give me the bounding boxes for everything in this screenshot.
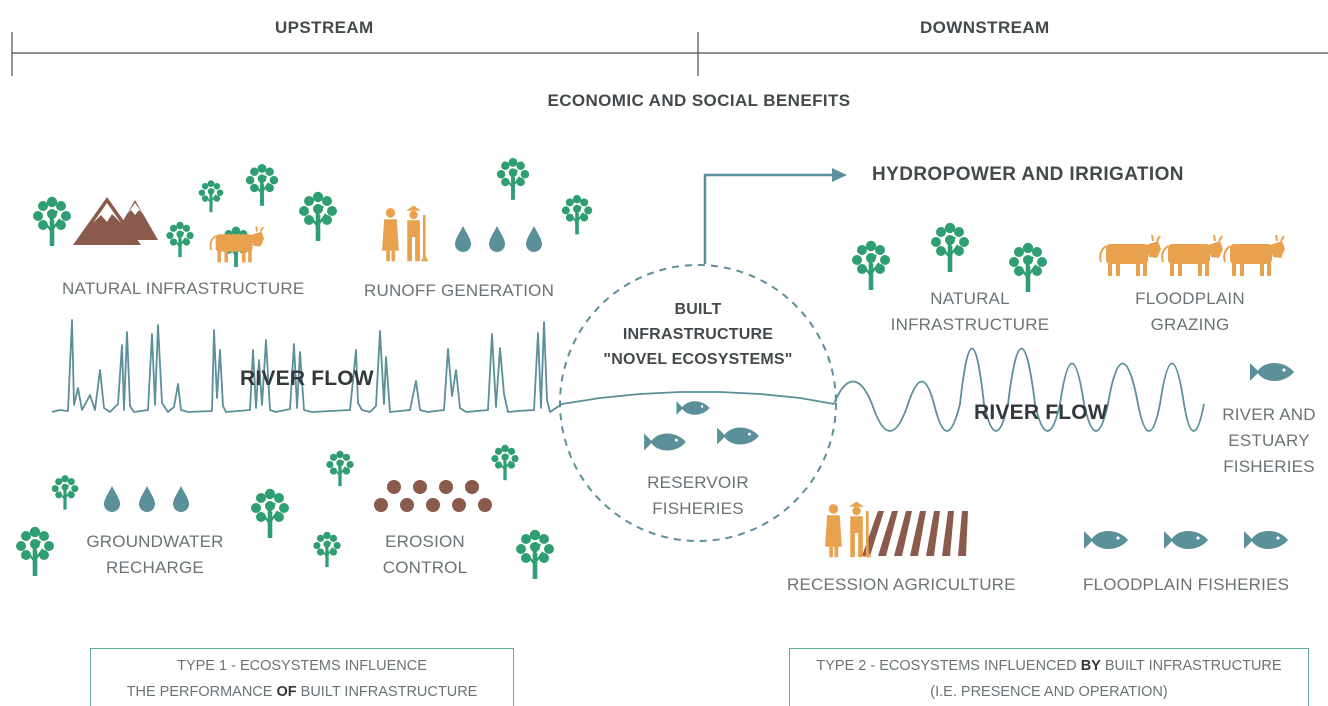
water-drop-icon bbox=[104, 486, 120, 512]
tree-icon bbox=[165, 220, 195, 258]
upstream-label: UPSTREAM bbox=[275, 18, 374, 37]
tree-icon bbox=[197, 179, 225, 213]
fish-icon bbox=[644, 433, 686, 451]
tree-icon bbox=[50, 474, 80, 511]
plowed-field-icon bbox=[862, 511, 968, 556]
tree-icon bbox=[514, 528, 556, 581]
downstream-natural-infrastructure-label: NATURAL INFRASTRUCTURE bbox=[890, 289, 1050, 334]
soil-particle-icon bbox=[478, 498, 492, 512]
tree-icon bbox=[312, 530, 342, 568]
water-drop-icon bbox=[139, 486, 155, 512]
tree-icon bbox=[490, 443, 520, 481]
cow-icon bbox=[1161, 234, 1224, 277]
tree-icon bbox=[31, 195, 73, 248]
farmers-icon bbox=[825, 501, 872, 558]
built-infrastructure-title: BUILT INFRASTRUCTURE "NOVEL ECOSYSTEMS" bbox=[603, 301, 793, 368]
recession-agriculture-icons bbox=[825, 501, 968, 558]
cow-icon bbox=[1099, 234, 1162, 277]
upstream-natural-infrastructure-label: NATURAL INFRASTRUCTURE bbox=[62, 279, 305, 298]
soil-particle-icon bbox=[387, 480, 401, 494]
soil-particle-icon bbox=[452, 498, 466, 512]
tree-icon bbox=[244, 163, 280, 207]
floodplain-fisheries-label: FLOODPLAIN FISHERIES bbox=[1083, 575, 1290, 594]
fish-icon bbox=[717, 427, 759, 445]
reservoir-circle bbox=[559, 264, 837, 542]
tree-icon bbox=[850, 239, 892, 292]
fish-icon bbox=[1164, 531, 1208, 549]
downstream-top-icons bbox=[850, 221, 1286, 294]
recession-agriculture-label: RECESSION AGRICULTURE bbox=[787, 575, 1016, 594]
water-drop-icon bbox=[489, 226, 505, 252]
river-estuary-fisheries-label: RIVER AND ESTUARY FISHERIES bbox=[1222, 405, 1316, 476]
tree-icon bbox=[325, 449, 355, 487]
soil-particle-icon bbox=[439, 480, 453, 494]
floodplain-grazing-label: FLOODPLAIN GRAZING bbox=[1135, 289, 1245, 334]
fish-icon bbox=[1250, 363, 1294, 381]
water-drop-icon bbox=[173, 486, 189, 512]
tree-icon bbox=[249, 487, 291, 540]
upstream-river-flow-label: RIVER FLOW bbox=[240, 367, 374, 390]
header-timeline bbox=[11, 32, 1328, 76]
runoff-generation-icons bbox=[382, 157, 594, 262]
soil-particle-icon bbox=[400, 498, 414, 512]
cow-icon bbox=[1223, 234, 1286, 277]
type2-line1: TYPE 2 - ECOSYSTEMS INFLUENCED BY BUILT … bbox=[816, 658, 1282, 674]
type1-line1: TYPE 1 - ECOSYSTEMS INFLUENCE bbox=[177, 658, 427, 674]
type2-box: TYPE 2 - ECOSYSTEMS INFLUENCED BY BUILT … bbox=[789, 648, 1309, 706]
fish-icon bbox=[1084, 531, 1128, 549]
upstream-river-flow-line bbox=[51, 319, 835, 413]
farmers-icon bbox=[382, 205, 429, 262]
benefits-heading: ECONOMIC AND SOCIAL BENEFITS bbox=[547, 91, 851, 110]
downstream-river-flow-line bbox=[833, 347, 1205, 432]
type1-box: TYPE 1 - ECOSYSTEMS INFLUENCE THE PERFOR… bbox=[90, 648, 514, 706]
type2-line2: (I.E. PRESENCE AND OPERATION) bbox=[930, 684, 1168, 700]
hydropower-label: HYDROPOWER AND IRRIGATION bbox=[872, 164, 1184, 185]
hydropower-arrow bbox=[703, 168, 847, 264]
soil-particle-icon bbox=[413, 480, 427, 494]
erosion-control-label: EROSION CONTROL bbox=[382, 532, 468, 577]
reservoir-fish-icons bbox=[644, 401, 759, 451]
water-drop-icon bbox=[526, 226, 542, 252]
tree-icon bbox=[1007, 241, 1049, 294]
tree-icon bbox=[297, 190, 339, 243]
soil-particle-icon bbox=[465, 480, 479, 494]
tree-icon bbox=[14, 525, 56, 578]
tree-icon bbox=[929, 221, 971, 274]
fish-icon bbox=[676, 401, 710, 415]
fish-icon bbox=[1244, 531, 1288, 549]
downstream-river-flow-label: RIVER FLOW bbox=[974, 401, 1108, 424]
water-drop-icon bbox=[455, 226, 471, 252]
tree-icon bbox=[560, 194, 594, 236]
downstream-label: DOWNSTREAM bbox=[920, 18, 1050, 37]
soil-particle-icon bbox=[426, 498, 440, 512]
runoff-generation-label: RUNOFF GENERATION bbox=[364, 281, 555, 300]
reservoir-fisheries-label: RESERVOIR FISHERIES bbox=[647, 473, 749, 518]
groundwater-recharge-label: GROUNDWATER RECHARGE bbox=[86, 532, 224, 577]
soil-particle-icon bbox=[374, 498, 388, 512]
mountain-icon bbox=[112, 200, 158, 240]
upstream-natural-infrastructure-icons bbox=[31, 163, 339, 268]
tree-icon bbox=[495, 157, 531, 201]
type1-line2: THE PERFORMANCE OF BUILT INFRASTRUCTURE bbox=[126, 684, 478, 700]
